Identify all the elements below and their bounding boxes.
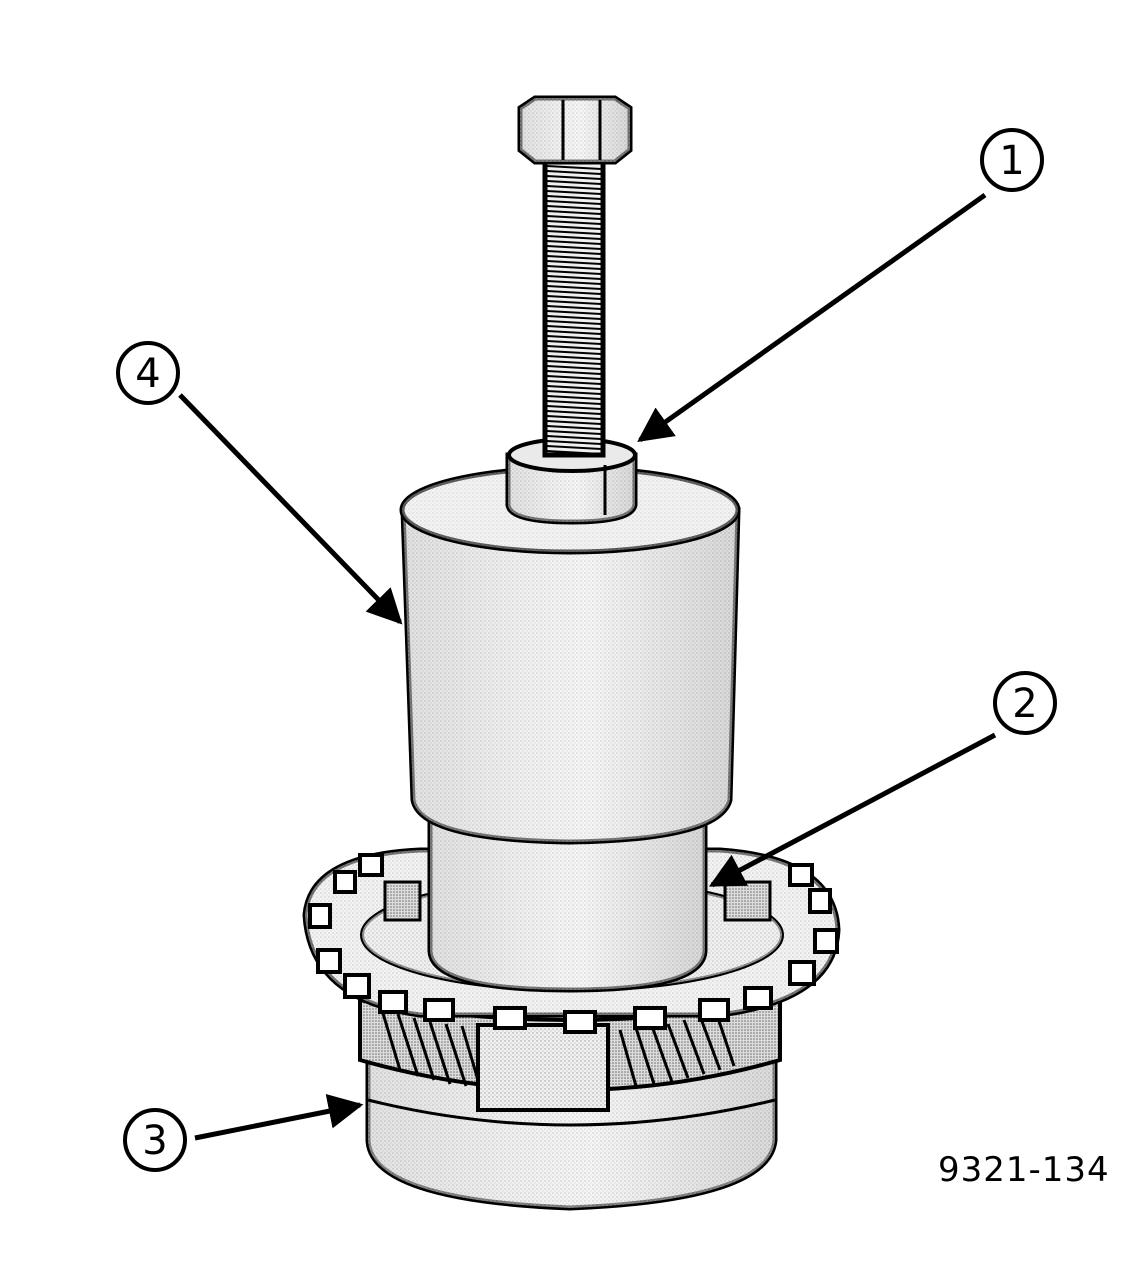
screw-thread	[546, 225, 602, 230]
screw-thread	[546, 165, 602, 170]
screw-thread	[546, 200, 602, 205]
lower-cylinder	[427, 807, 708, 993]
screw-thread	[546, 220, 602, 225]
svg-text:2: 2	[1012, 681, 1037, 727]
screw-thread	[546, 385, 602, 390]
screw-thread	[546, 245, 602, 250]
screw-thread	[546, 400, 602, 405]
figure-id-label: 9321-134	[938, 1150, 1110, 1190]
hex-bolt-head	[517, 95, 633, 165]
callout-4: 4	[116, 341, 180, 405]
screw-thread	[546, 365, 602, 370]
screw-thread	[546, 405, 602, 410]
screw-thread	[546, 285, 602, 290]
screw-thread	[546, 170, 602, 175]
screw-thread	[546, 280, 602, 285]
screw-thread	[546, 260, 602, 265]
screw-thread	[546, 340, 602, 345]
leader-line-3	[194, 1094, 364, 1141]
leader-line-1	[637, 192, 987, 443]
screw-thread	[546, 445, 602, 450]
screw-thread	[546, 185, 602, 190]
screw-thread	[546, 335, 602, 340]
callout-2: 2	[993, 671, 1057, 735]
screw-thread	[546, 270, 602, 275]
threaded-screw	[542, 157, 606, 458]
leader-lines	[178, 192, 997, 1141]
screw-thread	[546, 375, 602, 380]
screw-thread	[546, 420, 602, 425]
screw-thread	[546, 415, 602, 420]
screw-thread	[546, 205, 602, 210]
screw-thread	[546, 265, 602, 270]
screw-thread	[546, 240, 602, 245]
screw-thread	[546, 215, 602, 220]
screw-thread	[546, 235, 602, 240]
screw-thread	[546, 390, 602, 395]
screw-thread	[546, 320, 602, 325]
helical-gear	[358, 997, 782, 1112]
callout-1: 1	[980, 128, 1044, 192]
screw-thread	[546, 310, 602, 315]
screw-thread	[546, 430, 602, 435]
screw-thread	[546, 195, 602, 200]
svg-text:1: 1	[999, 138, 1024, 184]
screw-thread	[546, 450, 602, 455]
screw-thread	[546, 275, 602, 280]
screw-thread	[546, 250, 602, 255]
screw-thread	[546, 370, 602, 375]
screw-thread	[546, 410, 602, 415]
screw-thread	[546, 190, 602, 195]
screw-thread	[546, 300, 602, 305]
screw-thread	[546, 350, 602, 355]
svg-text:4: 4	[135, 351, 160, 397]
screw-thread	[546, 355, 602, 360]
callout-3: 3	[123, 1108, 187, 1172]
screw-thread	[546, 230, 602, 235]
leader-line-2	[708, 732, 997, 888]
main-cylinder	[399, 465, 741, 845]
screw-thread	[546, 295, 602, 300]
screw-thread	[546, 325, 602, 330]
screw-thread	[546, 290, 602, 295]
screw-thread	[546, 380, 602, 385]
screw-thread	[546, 395, 602, 400]
screw-thread	[546, 345, 602, 350]
screw-thread	[546, 305, 602, 310]
screw-thread	[546, 425, 602, 430]
svg-text:3: 3	[142, 1118, 167, 1164]
screw-thread	[546, 180, 602, 185]
screw-thread	[546, 315, 602, 320]
leader-line-4	[178, 393, 403, 625]
screw-thread	[546, 440, 602, 445]
screw-thread	[546, 255, 602, 260]
screw-thread	[546, 210, 602, 215]
screw-thread	[546, 175, 602, 180]
screw-thread	[546, 435, 602, 440]
screw-thread	[546, 360, 602, 365]
screw-thread	[546, 330, 602, 335]
